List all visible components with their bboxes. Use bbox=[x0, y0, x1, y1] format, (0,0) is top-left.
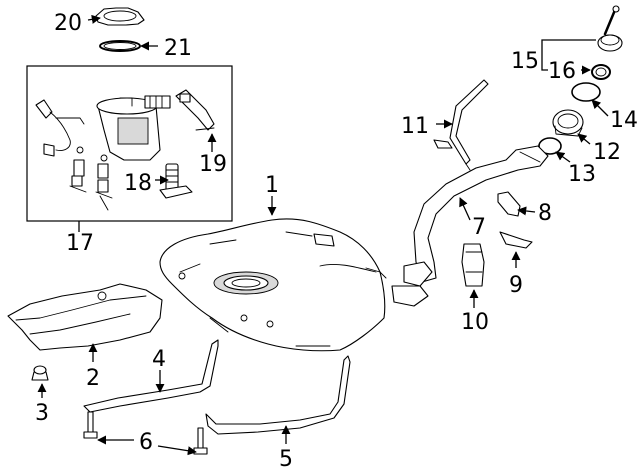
part-12-filler-housing bbox=[552, 109, 584, 137]
part-15-fuel-cap bbox=[597, 5, 623, 52]
part-7-filler-pipe bbox=[391, 145, 549, 307]
part-10-valve bbox=[461, 243, 485, 287]
fuel-pump-module bbox=[96, 95, 171, 161]
leader-lines bbox=[37, 14, 609, 456]
part-13-o-ring bbox=[538, 137, 562, 155]
callout-21: 21 bbox=[164, 36, 192, 61]
part-17-pump-assembly-box bbox=[26, 65, 233, 222]
callout-17: 17 bbox=[66, 231, 94, 256]
part-20-lock-ring bbox=[95, 7, 145, 26]
callout-7: 7 bbox=[472, 215, 486, 240]
callout-9: 9 bbox=[509, 273, 523, 298]
part-14-gasket bbox=[571, 82, 601, 102]
callout-1: 1 bbox=[265, 173, 279, 198]
callout-14: 14 bbox=[610, 108, 638, 133]
pump-fittings bbox=[69, 146, 113, 211]
part-19-sender-gauge bbox=[175, 89, 215, 131]
part-11-breather-tube bbox=[433, 79, 489, 171]
part-18-fuel-strainer bbox=[159, 163, 193, 199]
part-16-cap-ring bbox=[591, 64, 611, 80]
part-9-bracket bbox=[499, 231, 533, 249]
wiring-harness bbox=[35, 99, 85, 157]
callout-13: 13 bbox=[568, 162, 596, 187]
part-4-strap bbox=[83, 339, 219, 413]
part-5-strap bbox=[205, 355, 351, 435]
part-2-heat-shield bbox=[7, 283, 163, 351]
callout-11: 11 bbox=[401, 114, 429, 139]
callout-2: 2 bbox=[86, 366, 100, 391]
part-3-clip bbox=[31, 365, 49, 381]
callout-5: 5 bbox=[279, 447, 293, 471]
callout-12: 12 bbox=[593, 140, 621, 165]
callout-19: 19 bbox=[199, 152, 227, 177]
part-1-fuel-tank bbox=[159, 218, 387, 352]
callout-6: 6 bbox=[139, 430, 153, 455]
callout-16: 16 bbox=[548, 59, 576, 84]
part-21-gasket bbox=[99, 40, 141, 52]
callout-numbers: 20 21 1 2 3 4 5 6 7 8 9 10 11 12 13 14 1… bbox=[35, 11, 638, 471]
callout-18: 18 bbox=[124, 171, 152, 196]
callout-3: 3 bbox=[35, 401, 49, 426]
callout-4: 4 bbox=[152, 347, 166, 372]
callout-15: 15 bbox=[511, 49, 539, 74]
callout-10: 10 bbox=[461, 310, 489, 335]
part-8-bracket bbox=[497, 191, 521, 217]
part-6-bolts bbox=[83, 411, 208, 455]
callout-8: 8 bbox=[538, 201, 552, 226]
callout-20: 20 bbox=[54, 11, 82, 36]
